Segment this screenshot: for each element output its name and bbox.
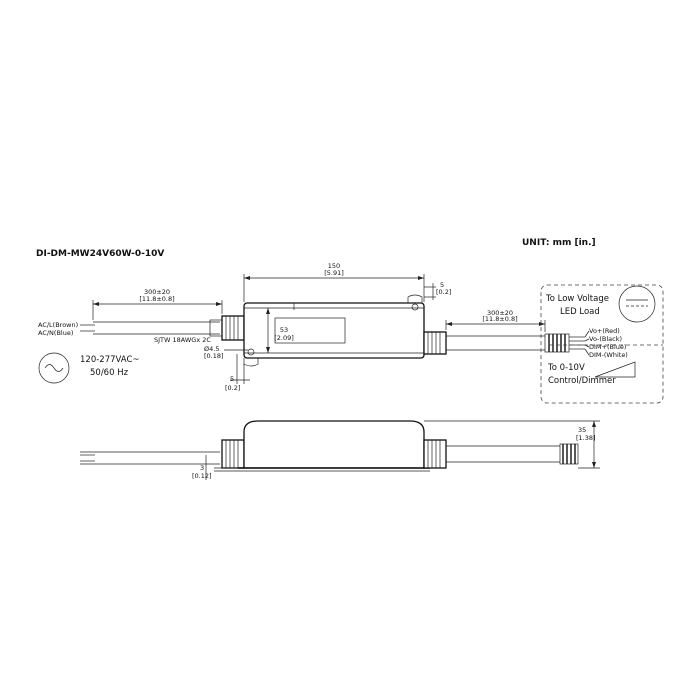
side-output-strain-relief <box>423 439 447 469</box>
dim-hole: Ø4.5 [0.18] <box>204 345 248 360</box>
width-mm: 53 <box>280 326 288 334</box>
dim-width: 53 [2.09] <box>266 308 294 353</box>
side-input-strain-relief <box>221 439 245 469</box>
tab-in: [0.2] <box>436 288 451 296</box>
length-in: [5.91] <box>324 269 344 277</box>
ac-n-label: AC/N(Blue) <box>38 329 73 337</box>
enclosure-top <box>243 294 425 367</box>
lead-in-in: [11.8±0.8] <box>139 295 174 303</box>
tab2-mm: 5 <box>230 375 234 383</box>
dim-minus-label: DIM-(White) <box>589 351 628 359</box>
output-connections: To Low Voltage LED Load Vo+(Red) Vo-(Bla… <box>540 284 664 404</box>
vo-plus-label: Vo+(Red) <box>589 327 620 335</box>
dim-input-lead: 300±20 [11.8±0.8] <box>92 288 223 320</box>
lead-out-mm: 300±20 <box>487 309 513 317</box>
dim-height: 35 [1.38] <box>424 420 600 469</box>
vo-minus-label: Vo-(Black) <box>589 335 622 343</box>
lead-out-in: [11.8±0.8] <box>482 315 517 323</box>
flange-mm: 3 <box>200 464 204 472</box>
ac-l-label: AC/L(Brown) <box>38 321 78 329</box>
hole-mm: Ø4.5 <box>204 345 219 353</box>
input-strain-relief <box>221 315 245 341</box>
dimmer-label-1: To 0-10V <box>547 363 585 373</box>
height-in: [1.38] <box>576 434 596 442</box>
mount-hole <box>411 303 419 311</box>
load-label-1: To Low Voltage <box>545 294 609 304</box>
tab2-in: [0.2] <box>225 384 240 392</box>
dim-tab-bottom: 5 [0.2] <box>225 354 250 392</box>
dim-length: 150 [5.91] <box>243 262 425 302</box>
enclosure-side <box>238 420 430 472</box>
width-in: [2.09] <box>274 334 294 342</box>
dimmer-label-2: Control/Dimmer <box>548 376 616 386</box>
cable-spec: SJTW 18AWGx 2C <box>154 336 211 344</box>
dimmer-ramp-icon <box>594 361 636 378</box>
dim-tab-top: 5 [0.2] <box>424 281 451 300</box>
flange-in: [0.12] <box>192 472 212 480</box>
dim-flange: 3 [0.12] <box>192 455 238 480</box>
dim-plus-label: DIM+(Blue) <box>589 343 626 351</box>
load-label-2: LED Load <box>560 307 600 317</box>
led-load-icon <box>618 285 656 323</box>
input-voltage: 120-277VAC~ <box>80 355 140 365</box>
top-view: 150 [5.91] 300±20 [11.8±0.8] 300±20 [11.… <box>38 262 585 392</box>
tab-mm: 5 <box>440 281 444 289</box>
mount-hole <box>247 348 255 356</box>
output-strain-relief <box>423 331 447 355</box>
input-frequency: 50/60 Hz <box>90 368 129 378</box>
unit-label: UNIT: mm [in.] <box>522 238 596 248</box>
side-view: 35 [1.38] 3 [0.12] <box>80 420 600 480</box>
dim-output-lead: 300±20 [11.8±0.8] <box>445 309 546 332</box>
ac-source-icon <box>38 352 70 384</box>
height-mm: 35 <box>578 426 586 434</box>
input-cable <box>80 319 223 337</box>
model-title: DI-DM-MW24V60W-0-10V <box>36 249 164 259</box>
length-mm: 150 <box>328 262 340 270</box>
hole-in: [0.18] <box>204 352 224 360</box>
lead-in-mm: 300±20 <box>144 288 170 296</box>
output-connection-box <box>540 284 664 404</box>
output-cable <box>446 333 585 353</box>
